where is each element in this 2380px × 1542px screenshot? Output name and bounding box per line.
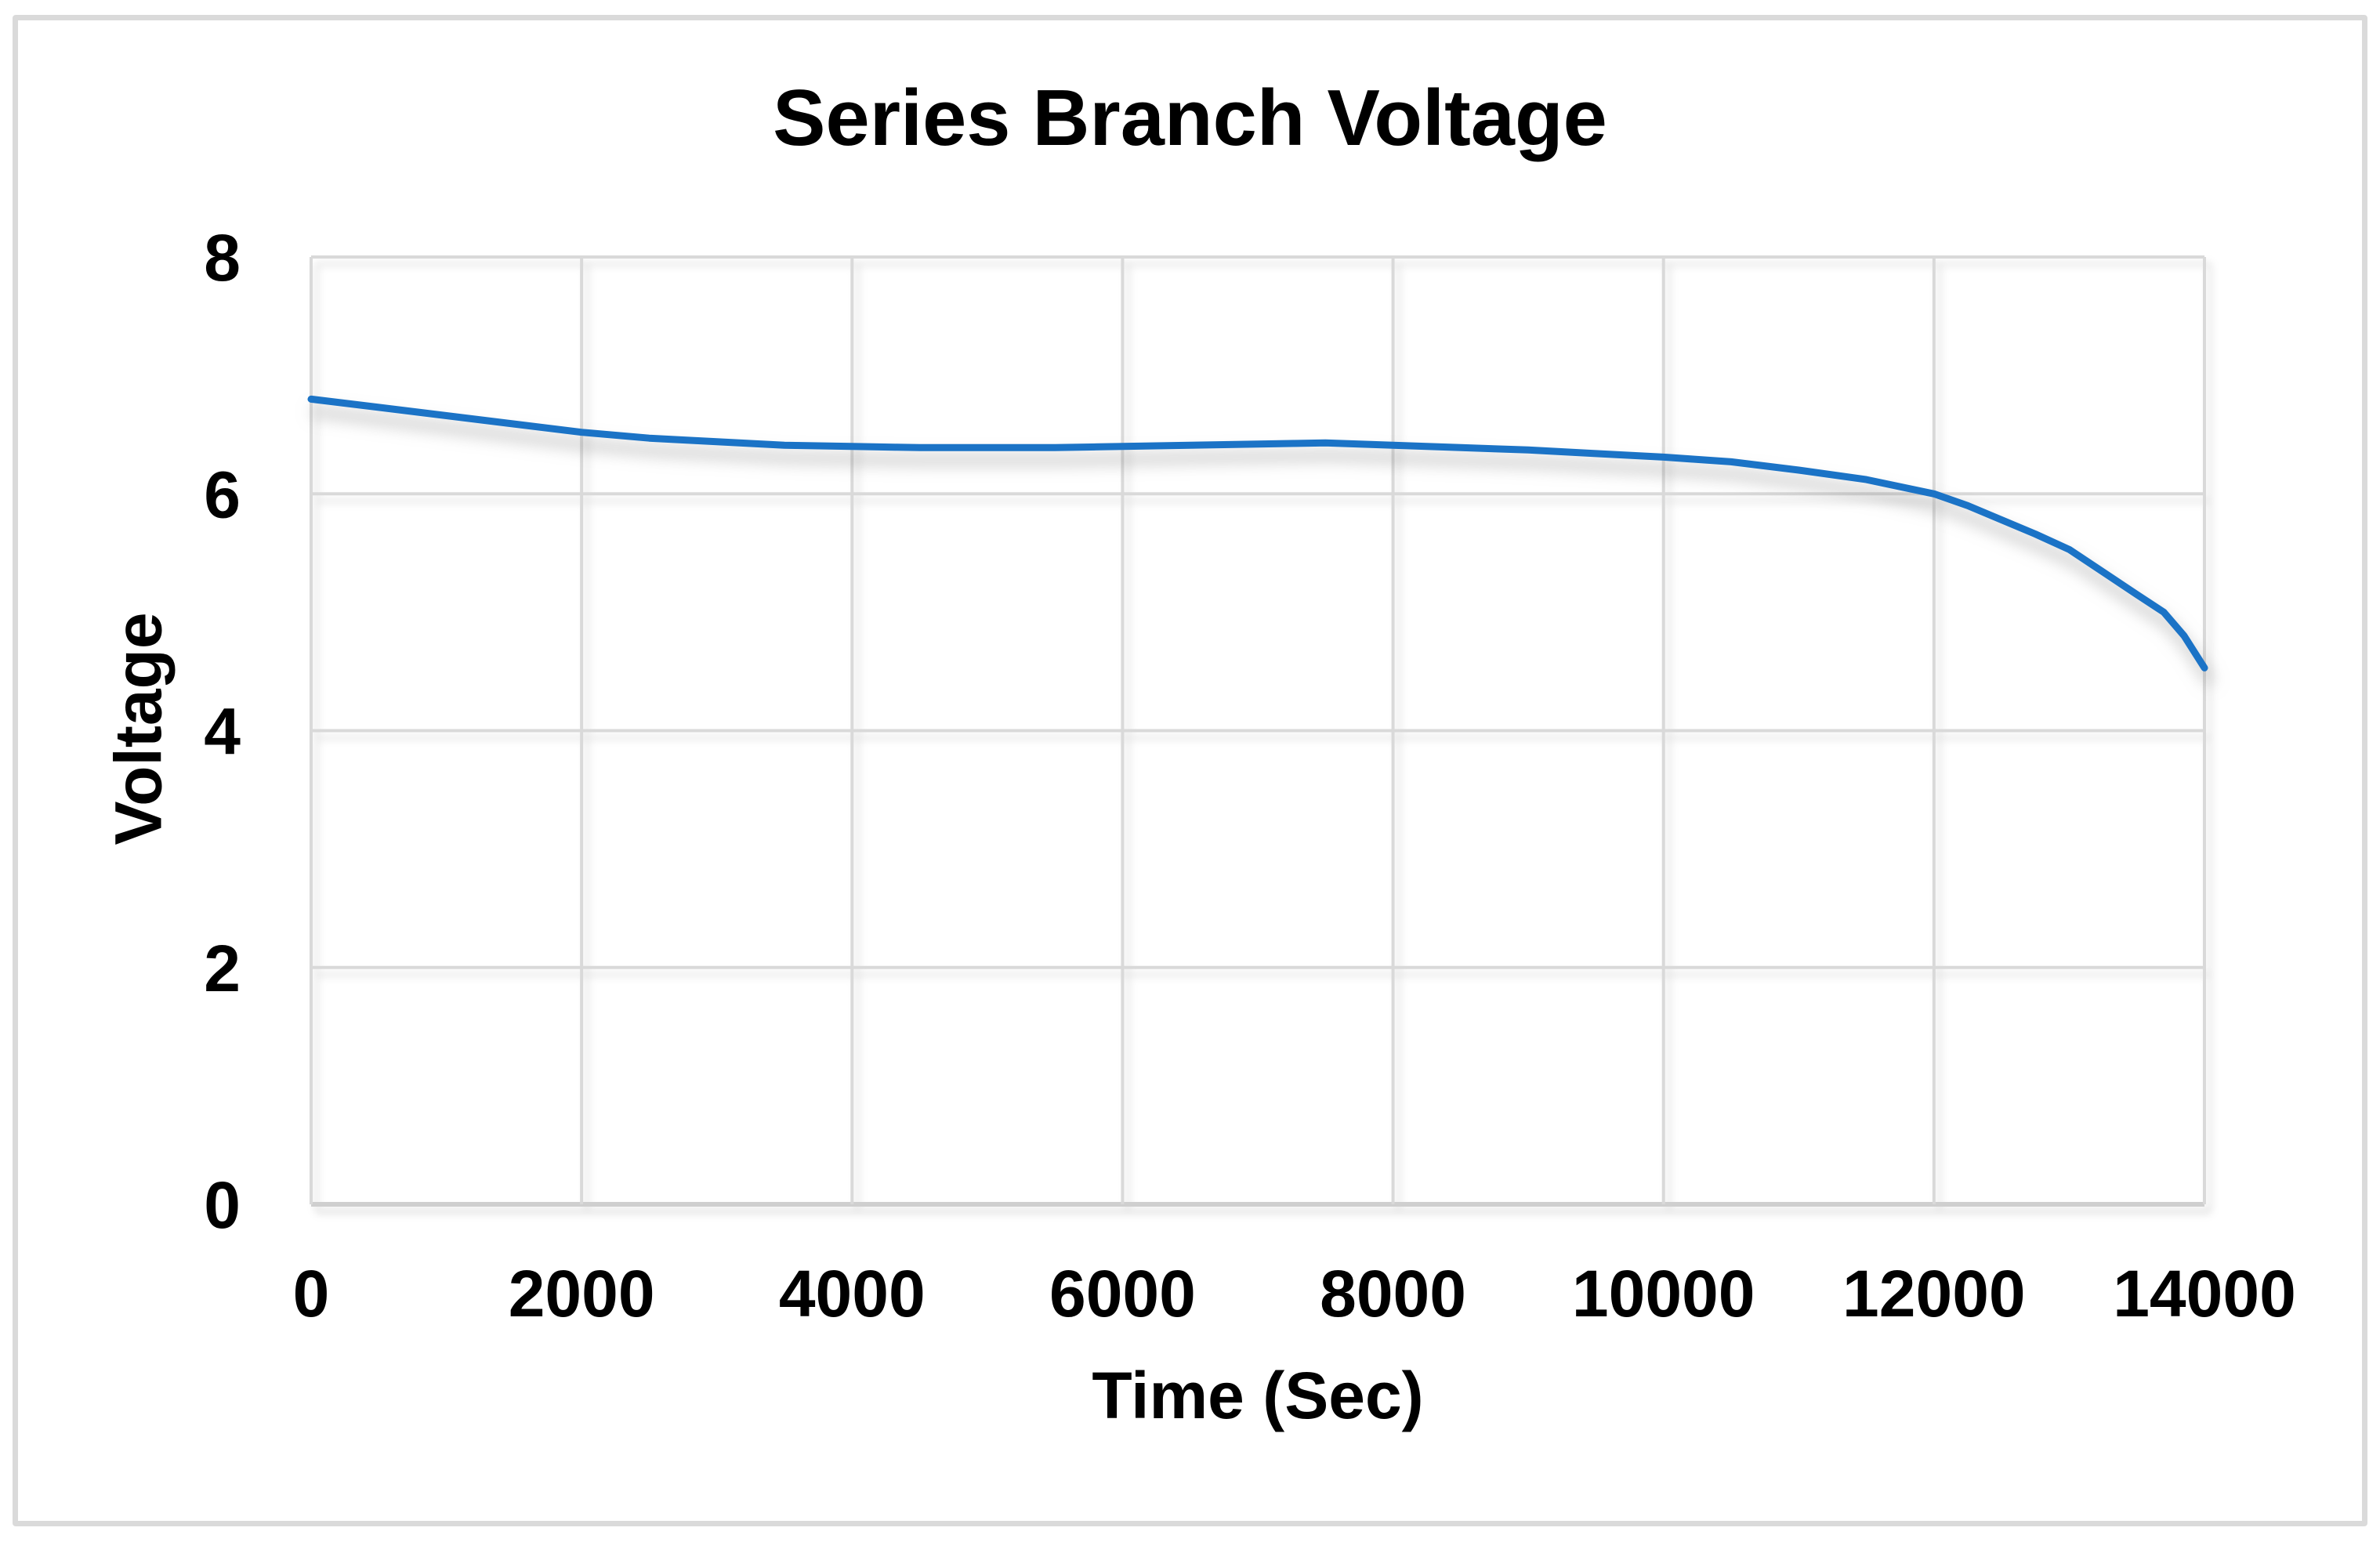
x-tick-label-4000: 4000: [779, 1257, 926, 1330]
x-tick-label-0: 0: [293, 1257, 330, 1330]
y-tick-label-2: 2: [204, 932, 241, 1005]
x-tick-label-14000: 14000: [2113, 1257, 2296, 1330]
y-tick-label-4: 4: [204, 695, 241, 769]
y-tick-label-8: 8: [204, 221, 241, 295]
chart-title: Series Branch Voltage: [773, 74, 1607, 162]
tick-labels: 0 2 4 6 8 0 2000 4000 6000 8000 10000 12000 14000: [204, 221, 2296, 1330]
x-tick-label-12000: 12000: [1842, 1257, 2026, 1330]
x-tick-label-2000: 2000: [509, 1257, 655, 1330]
y-tick-label-6: 6: [204, 458, 241, 531]
x-tick-label-10000: 10000: [1572, 1257, 1755, 1330]
x-axis-title: Time (Sec): [1092, 1359, 1424, 1432]
x-tick-label-6000: 6000: [1049, 1257, 1196, 1330]
gridlines: [310, 255, 2206, 1207]
y-tick-label-0: 0: [204, 1168, 241, 1242]
x-tick-label-8000: 8000: [1320, 1257, 1466, 1330]
series-line-series-branch-voltage: [307, 395, 2208, 671]
